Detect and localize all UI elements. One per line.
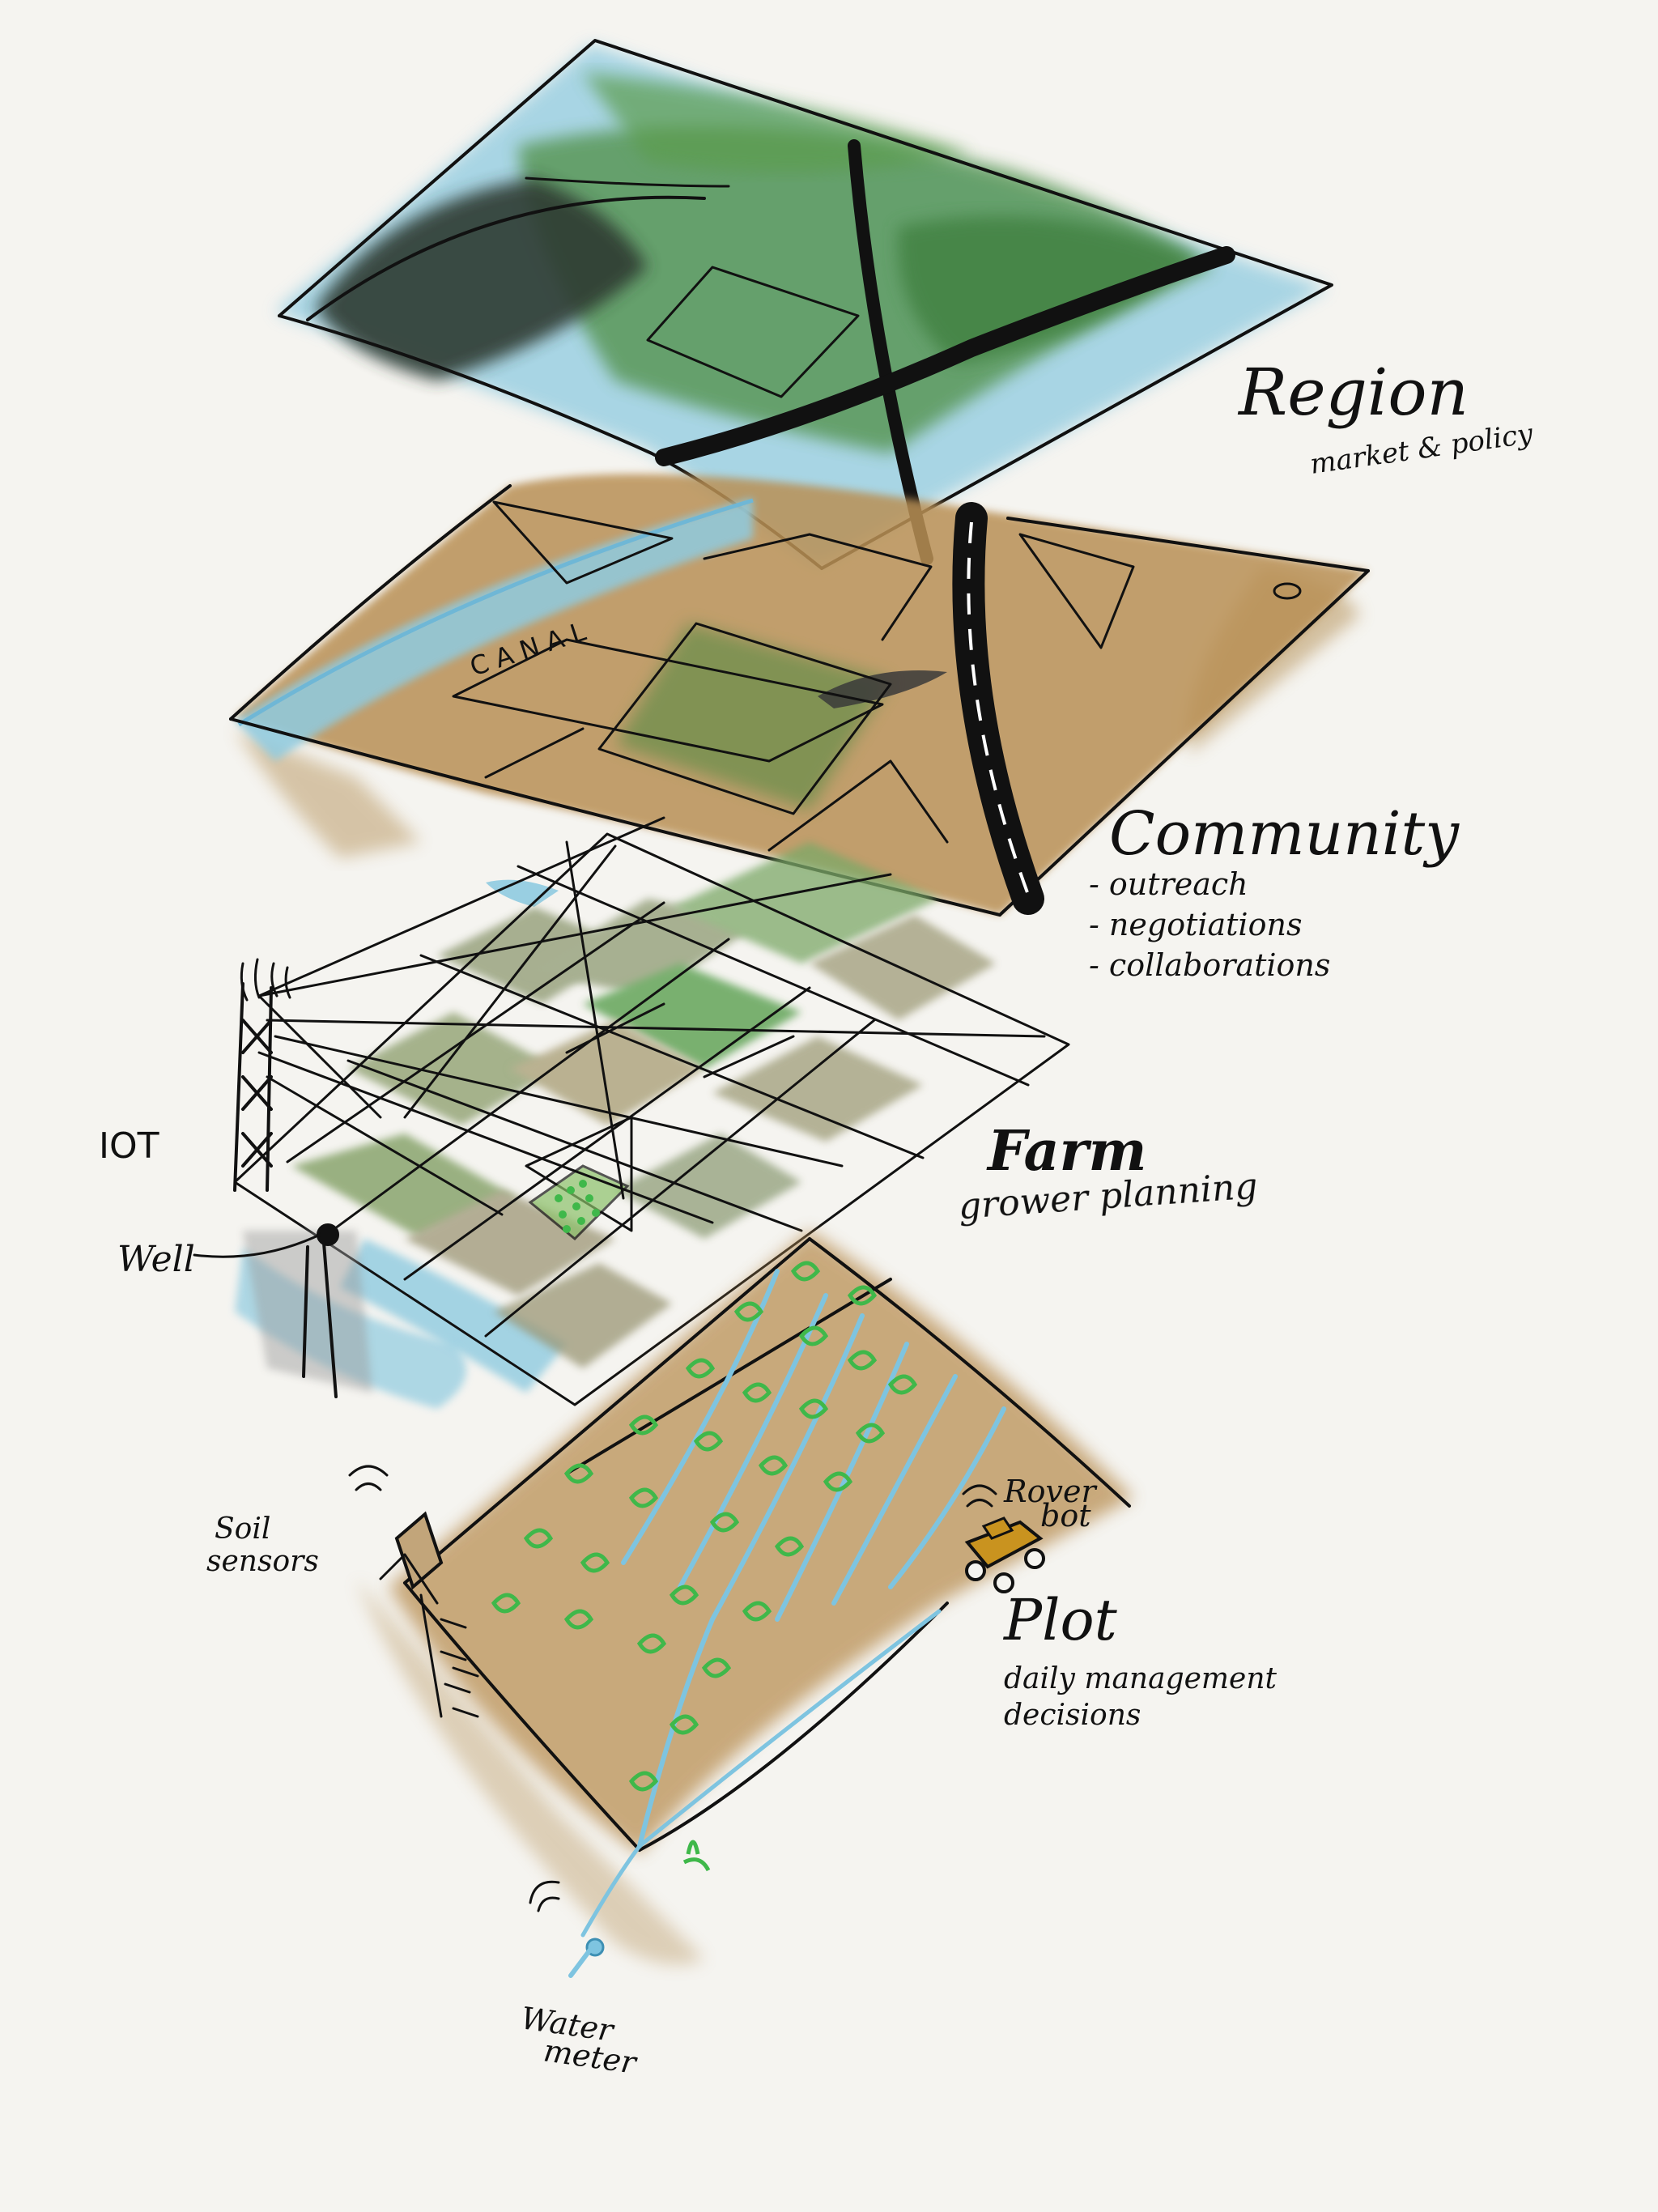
region-layer: Region market & policy: [275, 40, 1536, 568]
community-item-outreach: - outreach: [1089, 866, 1248, 902]
iot-label: IOT: [99, 1125, 159, 1167]
community-item-negotiations: - negotiations: [1089, 907, 1302, 942]
plot-subtitle-line2: decisions: [1004, 1699, 1141, 1732]
rover-bot-label-line2: bot: [1040, 1498, 1091, 1534]
farm-layer: IOT Well Farm grower planning: [99, 818, 1259, 1409]
soil-sensors-label-line1: Soil: [215, 1512, 270, 1546]
plot-title: Plot: [1002, 1587, 1118, 1653]
community-title: Community: [1109, 799, 1460, 869]
region-title: Region: [1237, 355, 1469, 430]
community-item-collaborations: - collaborations: [1089, 947, 1330, 983]
soil-sensors-label-line2: sensors: [206, 1545, 319, 1578]
farm-pond-top: [486, 880, 559, 907]
well-label: Well: [117, 1239, 195, 1280]
water-meter-label-line2: meter: [542, 2032, 640, 2081]
plot-subtitle-line1: daily management: [1004, 1662, 1278, 1695]
